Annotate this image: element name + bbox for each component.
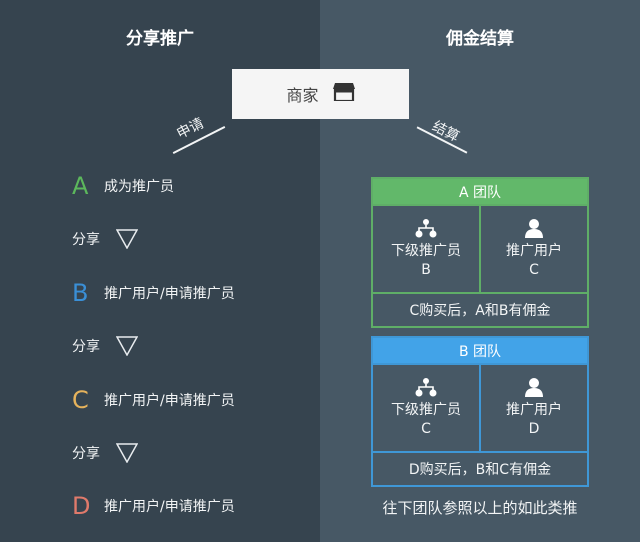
share-label: 分享 [72, 339, 100, 355]
subordinate-cell: 下级推广员 B [373, 206, 481, 292]
team-footer: D购买后，B和C有佣金 [373, 451, 587, 485]
user-cell: 推广用户 D [481, 365, 587, 451]
step-letter: B [72, 279, 89, 307]
share-row: 分享 [72, 229, 138, 249]
team-footer: C购买后，A和B有佣金 [373, 292, 587, 326]
step-text: 推广用户/申请推广员 [104, 499, 235, 515]
cell-value: C [529, 262, 539, 278]
share-label: 分享 [72, 232, 100, 248]
share-row: 分享 [72, 443, 138, 463]
step-b: B 推广用户/申请推广员 [72, 279, 235, 307]
step-d: D 推广用户/申请推广员 [72, 492, 235, 520]
merchant-box: 商家 [232, 69, 409, 119]
step-letter: A [72, 172, 89, 200]
team-b-card: B 团队 下级推广员 C 推广用户 D D购买后，B和C有佣金 [371, 336, 589, 487]
user-cell: 推广用户 C [481, 206, 587, 292]
step-text: 推广用户/申请推广员 [104, 393, 235, 409]
step-letter: D [72, 492, 91, 520]
step-letter: C [72, 386, 89, 414]
cell-value: D [528, 421, 540, 437]
hierarchy-icon [415, 219, 437, 238]
step-text: 成为推广员 [104, 179, 174, 195]
user-icon [525, 378, 543, 397]
share-row: 分享 [72, 336, 138, 356]
cell-label: 下级推广员 [391, 243, 461, 259]
team-body: 下级推广员 B 推广用户 C [373, 204, 587, 292]
team-a-card: A 团队 下级推广员 B 推广用户 C C购买后，A和B有佣金 [371, 177, 589, 328]
team-header: A 团队 [373, 179, 587, 204]
left-title: 分享推广 [126, 29, 194, 49]
share-label: 分享 [72, 446, 100, 462]
store-icon [332, 83, 355, 105]
step-c: C 推广用户/申请推广员 [72, 386, 235, 414]
down-triangle-icon [116, 443, 138, 463]
user-icon [525, 219, 543, 238]
hierarchy-icon [415, 378, 437, 397]
step-text: 推广用户/申请推广员 [104, 286, 235, 302]
cell-label: 下级推广员 [391, 402, 461, 418]
merchant-label: 商家 [286, 86, 319, 105]
team-body: 下级推广员 C 推广用户 D [373, 363, 587, 451]
down-triangle-icon [116, 229, 138, 249]
right-title: 佣金结算 [446, 29, 514, 49]
footer-note: 往下团队参照以上的如此类推 [382, 499, 578, 517]
cell-value: B [421, 262, 431, 278]
step-a: A 成为推广员 [72, 172, 174, 200]
cell-value: C [421, 421, 431, 437]
down-triangle-icon [116, 336, 138, 356]
cell-label: 推广用户 [506, 243, 562, 259]
team-header: B 团队 [373, 338, 587, 363]
subordinate-cell: 下级推广员 C [373, 365, 481, 451]
cell-label: 推广用户 [506, 402, 562, 418]
